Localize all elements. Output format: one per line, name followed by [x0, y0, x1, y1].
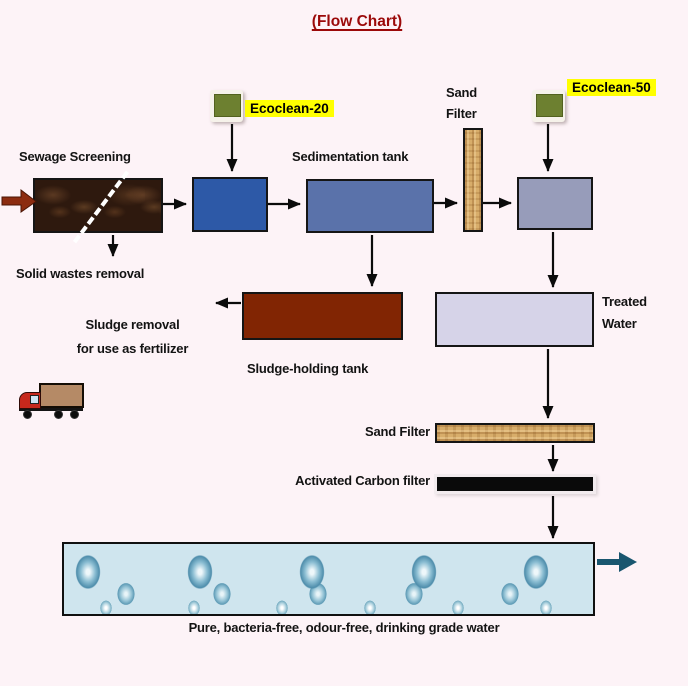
activated-carbon-filter-label: Activated Carbon filter	[295, 473, 430, 488]
ecoclean50-treatment-tank	[517, 177, 593, 230]
truck-wheel	[70, 410, 79, 419]
inlet-arrow	[1, 188, 37, 213]
activated-carbon-filter	[434, 474, 596, 494]
sand-filter-secondary	[435, 423, 595, 443]
pure-water-tank	[62, 542, 595, 616]
outlet-arrow	[597, 552, 637, 572]
ecoclean50-green-square	[536, 94, 563, 117]
solid-wastes-removal-label: Solid wastes removal	[16, 266, 145, 281]
sludge-removal-line2: for use as fertilizer	[76, 341, 189, 356]
sand-filter-secondary-label: Sand Filter	[365, 424, 430, 439]
sedimentation-tank-label: Sedimentation tank	[292, 149, 409, 164]
ecoclean20-green-square	[214, 94, 241, 117]
truck-window	[30, 395, 39, 404]
screen-dashed-line	[72, 170, 130, 244]
sand-filter-primary	[463, 128, 483, 232]
ecoclean20-icon	[210, 90, 243, 122]
sand-filter-primary-label: Sand Filter	[446, 85, 477, 121]
ecoclean20-label: Ecoclean-20	[245, 100, 334, 117]
truck-icon	[16, 381, 88, 423]
treated-water-label: Treated Water	[602, 294, 647, 331]
ecoclean50-label: Ecoclean-50	[567, 79, 656, 96]
sedimentation-tank	[306, 179, 434, 233]
ecoclean50-icon	[532, 90, 565, 122]
sludge-removal-label: Sludge removal for use as fertilizer	[55, 313, 210, 361]
truck-wheel	[23, 410, 32, 419]
truck-cargo	[39, 383, 84, 408]
truck-cab	[19, 392, 41, 409]
final-output-label: Pure, bacteria-free, odour-free, drinkin…	[188, 620, 500, 635]
page-title: (Flow Chart)	[311, 13, 403, 30]
truck-wheel	[54, 410, 63, 419]
sewage-screening-label: Sewage Screening	[19, 149, 131, 164]
sludge-holding-tank-label: Sludge-holding tank	[247, 361, 369, 376]
treated-water-tank	[435, 292, 594, 347]
ecoclean20-treatment-tank	[192, 177, 268, 232]
sludge-holding-tank	[242, 292, 403, 340]
truck-chassis	[19, 408, 83, 411]
sludge-removal-line1: Sludge removal	[85, 317, 180, 332]
sewage-screening-tank	[33, 170, 163, 244]
